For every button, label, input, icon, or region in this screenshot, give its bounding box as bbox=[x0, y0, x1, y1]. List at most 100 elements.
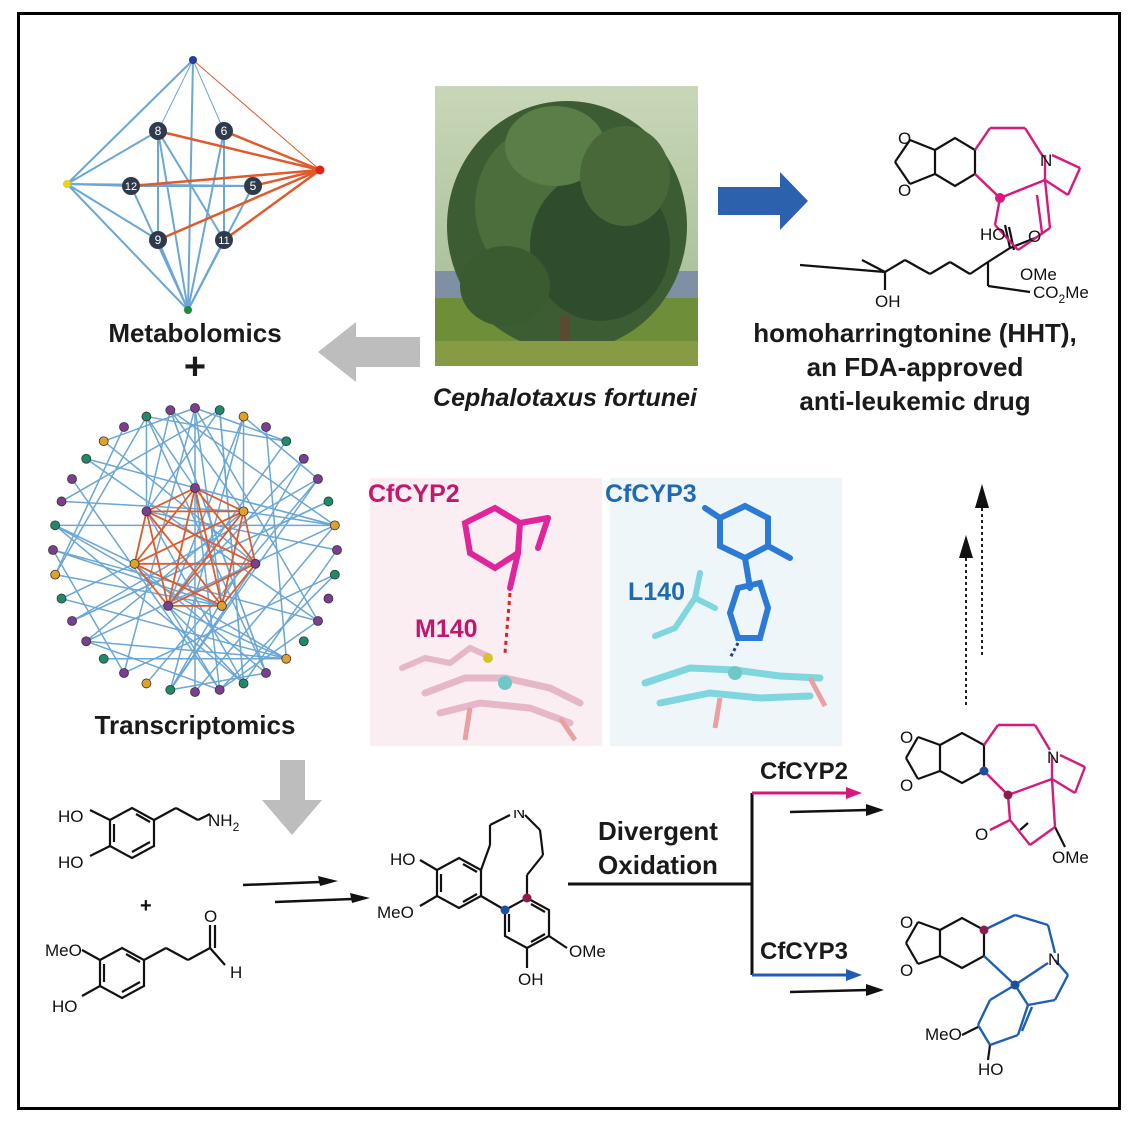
cyp3-product-structure: O O N MeO HO bbox=[900, 913, 1070, 1079]
network-outer-node bbox=[119, 422, 129, 432]
network-outer-node bbox=[98, 436, 109, 447]
network-node-9: 9 bbox=[149, 231, 167, 249]
network-outer-node bbox=[56, 496, 67, 507]
network-inner-node bbox=[129, 558, 140, 569]
svg-text:HO: HO bbox=[978, 1060, 1004, 1079]
network-outer-node bbox=[323, 593, 334, 604]
grey-arrow-down bbox=[262, 760, 322, 835]
network-outer-node bbox=[323, 496, 334, 507]
svg-text:O: O bbox=[1028, 227, 1041, 246]
intermediate-structure: N H HO MeO OMe OH bbox=[377, 810, 606, 989]
svg-text:NH2: NH2 bbox=[208, 811, 240, 834]
network-outer-node bbox=[214, 405, 225, 416]
svg-text:O: O bbox=[900, 961, 913, 980]
svg-text:MeO: MeO bbox=[377, 903, 414, 922]
svg-text:MeO: MeO bbox=[925, 1025, 962, 1044]
network-outer-node bbox=[238, 678, 249, 689]
svg-text:OMe: OMe bbox=[1020, 265, 1057, 284]
plant-photo bbox=[435, 86, 698, 366]
network-outer-node bbox=[141, 678, 152, 689]
cyp3-arrow-label: CfCYP3 bbox=[760, 938, 849, 965]
svg-text:OMe: OMe bbox=[1052, 848, 1089, 867]
transcriptomics-network bbox=[48, 403, 342, 697]
protein-docking-panels bbox=[370, 478, 842, 746]
svg-text:O: O bbox=[898, 181, 911, 200]
network-outer-node bbox=[190, 403, 200, 413]
precursors-structures: HO HO NH2 + MeO HO O H bbox=[45, 806, 242, 1016]
network-outer-node bbox=[214, 684, 225, 695]
network-node-11: 11 bbox=[215, 231, 233, 249]
svg-text:O: O bbox=[898, 129, 911, 148]
svg-text:OH: OH bbox=[518, 970, 544, 989]
network-inner-node bbox=[141, 506, 152, 517]
figure-frame bbox=[17, 12, 1121, 1110]
network-inner-node bbox=[238, 506, 249, 517]
network-node-top bbox=[189, 56, 197, 64]
network-outer-node bbox=[119, 668, 129, 678]
network-outer-node bbox=[141, 411, 152, 422]
svg-text:N: N bbox=[1048, 950, 1060, 969]
svg-text:MeO: MeO bbox=[45, 941, 82, 960]
svg-text:9: 9 bbox=[155, 233, 162, 247]
svg-text:12: 12 bbox=[125, 181, 137, 193]
svg-text:8: 8 bbox=[155, 124, 162, 138]
network-inner-node bbox=[217, 600, 227, 611]
transcriptomics-label: Transcriptomics bbox=[94, 710, 296, 740]
network-outer-node bbox=[238, 411, 249, 422]
svg-text:HO: HO bbox=[58, 853, 84, 872]
cyp2-arrow-label: CfCYP2 bbox=[760, 758, 849, 785]
plus-label: + bbox=[183, 346, 207, 388]
svg-text:11: 11 bbox=[218, 235, 229, 247]
svg-text:HO: HO bbox=[58, 807, 84, 826]
network-inner-node bbox=[190, 483, 200, 493]
network-node-12: 12 bbox=[122, 177, 140, 195]
network-outer-node bbox=[50, 569, 61, 580]
svg-text:6: 6 bbox=[221, 124, 228, 138]
network-outer-node bbox=[67, 616, 77, 626]
network-outer-node bbox=[329, 569, 340, 580]
network-outer-node bbox=[298, 453, 309, 464]
hht-caption-line1: homoharringtonine (HHT), bbox=[753, 318, 1077, 348]
cyp2-product-structure: O O N O OMe bbox=[900, 723, 1089, 867]
svg-text:O: O bbox=[975, 825, 988, 844]
network-outer-node bbox=[313, 616, 323, 626]
network-outer-node bbox=[298, 636, 309, 647]
hht-structure: O O N HO O OH CO2Me OMe bbox=[799, 126, 1089, 311]
cyp2-structure-label: CfCYP2 bbox=[368, 480, 460, 508]
network-outer-node bbox=[190, 687, 200, 697]
network-node-left bbox=[63, 180, 71, 188]
svg-text:CO2Me: CO2Me bbox=[1033, 283, 1089, 306]
network-outer-node bbox=[281, 653, 292, 664]
network-inner-node bbox=[163, 600, 173, 611]
hht-caption: homoharringtonine (HHT), an FDA-approved… bbox=[730, 316, 1100, 418]
svg-text:N: N bbox=[1047, 748, 1059, 767]
network-node-bottom bbox=[184, 306, 192, 314]
svg-text:OH: OH bbox=[875, 292, 901, 311]
network-outer-node bbox=[67, 474, 77, 484]
svg-text:O: O bbox=[204, 907, 217, 926]
network-node-5: 5 bbox=[244, 177, 262, 195]
oxidation-label: Oxidation bbox=[598, 850, 718, 880]
cyp3-structure-label: CfCYP3 bbox=[605, 480, 697, 508]
divergent-oxidation-label: Divergent Oxidation bbox=[578, 814, 738, 882]
hht-caption-line3: anti-leukemic drug bbox=[799, 386, 1031, 416]
l140-label: L140 bbox=[628, 578, 685, 606]
network-outer-node bbox=[48, 545, 58, 555]
species-label: Cephalotaxus fortunei bbox=[433, 384, 697, 412]
svg-text:O: O bbox=[900, 728, 913, 747]
svg-text:O: O bbox=[900, 913, 913, 932]
svg-text:OMe: OMe bbox=[569, 942, 606, 961]
network-outer-node bbox=[98, 653, 109, 664]
network-outer-node bbox=[332, 545, 342, 555]
network-outer-node bbox=[50, 520, 61, 531]
network-outer-node bbox=[261, 422, 271, 432]
network-outer-node bbox=[281, 436, 292, 447]
network-outer-node bbox=[261, 668, 271, 678]
svg-text:N: N bbox=[1040, 151, 1052, 170]
svg-text:O: O bbox=[900, 776, 913, 795]
hht-caption-line2: an FDA-approved bbox=[806, 352, 1024, 382]
metabolomics-label: Metabolomics bbox=[108, 318, 282, 348]
m140-label: M140 bbox=[415, 615, 478, 643]
network-node-right bbox=[315, 165, 325, 175]
